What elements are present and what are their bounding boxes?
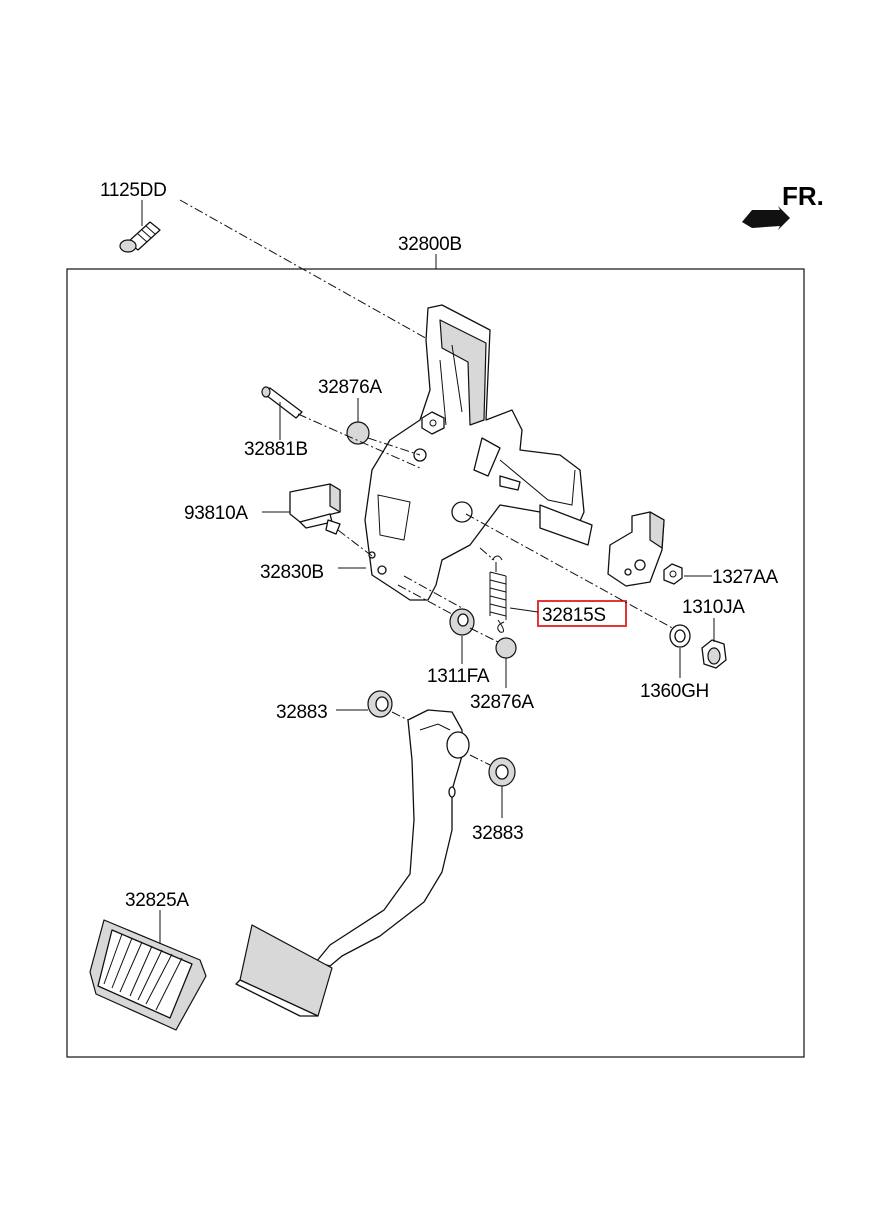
highlight-box-32815s — [537, 600, 627, 627]
washer-1360gh — [669, 624, 691, 648]
part-label-1360gh: 1360GH — [640, 681, 709, 702]
part-label-32876a-upper: 32876A — [318, 377, 382, 398]
bolt-1125dd — [119, 221, 161, 253]
part-label-1125dd: 1125DD — [100, 180, 167, 201]
plug-32876a-upper — [346, 421, 370, 445]
pedal-bracket — [364, 304, 593, 601]
part-label-32825a: 32825A — [125, 890, 189, 911]
nut-1327aa — [663, 563, 683, 585]
bushing-1311fa — [449, 608, 475, 636]
return-spring-32815s — [489, 555, 507, 633]
pedal-pad — [235, 924, 333, 1017]
part-label-1311fa: 1311FA — [427, 666, 490, 687]
part-label-32883-upper: 32883 — [276, 702, 327, 723]
part-label-93810a: 93810A — [184, 503, 248, 524]
bushing-32883-upper — [367, 690, 393, 718]
pedal-arm — [315, 709, 470, 967]
part-label-1310ja: 1310JA — [682, 597, 745, 618]
stopper-bracket — [607, 511, 665, 587]
bracket-nut — [421, 411, 445, 435]
front-arrow-icon — [742, 206, 790, 230]
bushing-32883-lower — [488, 757, 516, 787]
part-label-32830b: 32830B — [260, 562, 324, 583]
pedal-pad-rubber-32825a — [89, 919, 207, 1031]
plug-32876a-lower — [495, 637, 517, 659]
part-label-32883-lower: 32883 — [472, 823, 523, 844]
pin-32881b — [261, 386, 303, 419]
front-label: FR. — [782, 181, 824, 211]
front-direction-indicator: FR. — [742, 181, 824, 230]
part-label-1327aa: 1327AA — [712, 567, 778, 588]
part-label-32881b: 32881B — [244, 439, 308, 460]
part-label-32815s: 32815S — [542, 605, 606, 626]
part-label-32876a-lower: 32876A — [470, 692, 534, 713]
assembly-label: 32800B — [398, 234, 462, 255]
switch-93810a — [289, 483, 341, 535]
nut-1310ja — [701, 639, 727, 669]
